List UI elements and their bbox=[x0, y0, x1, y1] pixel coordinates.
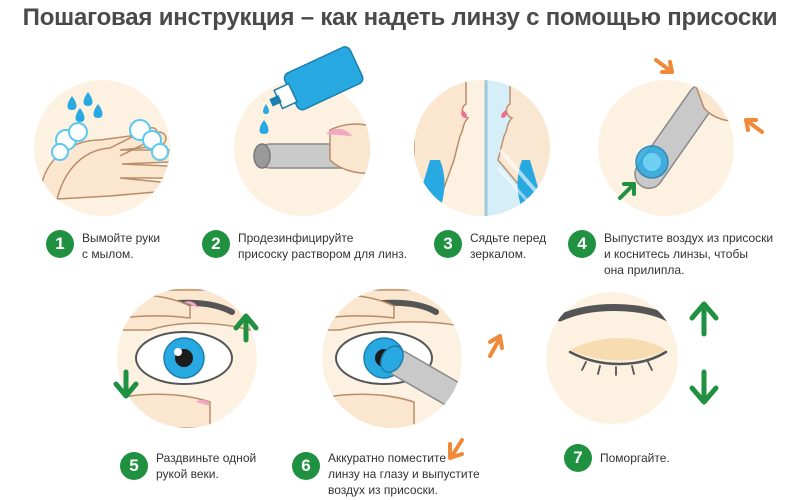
open-eyelids-icon bbox=[113, 288, 259, 428]
step-caption: Выпустите воздух из присоски и коснитесь… bbox=[604, 231, 774, 277]
blink-icon bbox=[546, 292, 719, 424]
step-number-badge: 4 bbox=[568, 230, 596, 258]
step-caption: Продезинфицируйте присоску раствором для… bbox=[238, 231, 408, 261]
step-caption: Вымойте руки с мылом. bbox=[82, 231, 161, 261]
step-number-badge: 7 bbox=[564, 444, 592, 472]
step-number-badge: 1 bbox=[46, 230, 74, 258]
insert-lens-icon bbox=[322, 288, 504, 460]
step-number-badge: 3 bbox=[434, 230, 462, 258]
step-caption: Поморгайте. bbox=[600, 451, 670, 465]
step-number-badge: 5 bbox=[120, 452, 148, 480]
step-number-badge: 6 bbox=[292, 452, 320, 480]
step-caption: Раздвиньте одной рукой веки. bbox=[156, 451, 257, 481]
disinfect-plunger-icon bbox=[234, 46, 370, 216]
step-caption: Аккуратно поместите линзу на глазу и вып… bbox=[328, 451, 480, 497]
plunger-lens-icon bbox=[598, 58, 764, 216]
page-title: Пошаговая инструкция – как надеть линзу … bbox=[22, 4, 778, 31]
step-caption: Сядьте перед зеркалом. bbox=[470, 231, 547, 261]
mirror-icon bbox=[414, 80, 550, 216]
step-number-badge: 2 bbox=[202, 230, 230, 258]
hands-washing-icon bbox=[34, 80, 170, 216]
